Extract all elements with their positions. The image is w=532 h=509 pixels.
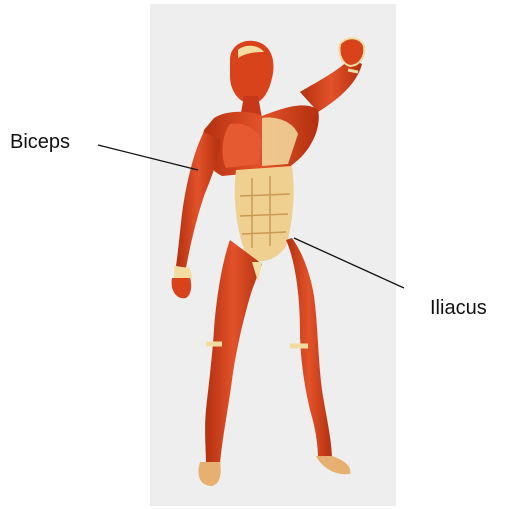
hanging-arm (172, 132, 220, 298)
torso (202, 105, 319, 261)
raised-arm (300, 38, 364, 112)
head (230, 41, 273, 118)
label-biceps: Biceps (6, 128, 74, 156)
biceps-leader-line (98, 145, 198, 170)
legs (199, 238, 351, 486)
label-iliacus: Iliacus (408, 288, 497, 328)
